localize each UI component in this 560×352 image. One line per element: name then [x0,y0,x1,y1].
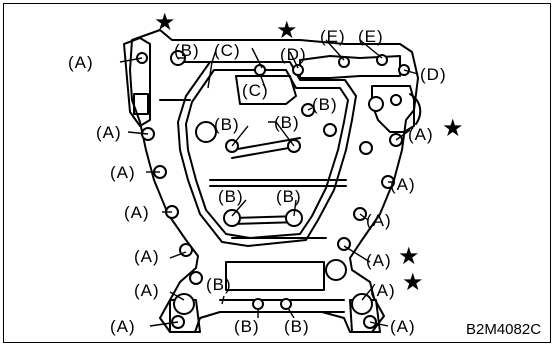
callout-a: (A) [390,317,416,336]
bolt-hole [323,123,337,137]
callout-b: (B) [214,115,240,134]
callout-a: (A) [110,317,136,336]
star-icon: ★ [154,8,176,36]
callout-a: (A) [96,123,122,142]
callout-labels: (A) (A) (A) (A) (A) (A) (A) (A) (A) (A) … [68,27,447,336]
callout-e: (E) [358,27,384,46]
star-icon: ★ [276,16,298,44]
callout-c: (C) [214,41,241,60]
callout-a: (A) [408,125,434,144]
star-markers: ★ ★ ★ ★ ★ [154,8,464,296]
bolt-hole [252,298,264,310]
callout-a: (A) [68,53,94,72]
callout-b: (B) [284,317,310,336]
gasket-channel-outer [177,61,357,247]
callout-b: (B) [206,275,232,294]
callout-c: (C) [242,81,269,100]
callout-a: (A) [134,247,160,266]
bolt-hole [195,121,217,143]
callout-d: (D) [420,65,447,84]
callout-a: (A) [370,281,396,300]
top-bar [235,75,297,105]
callout-a: (A) [124,203,150,222]
lower-box [225,261,325,291]
left-block [133,93,149,115]
callout-b: (B) [174,41,200,60]
callout-a: (A) [110,163,136,182]
bolt-hole [368,96,384,112]
bolt-hole [338,56,350,68]
bolt-hole [285,209,303,227]
figure-code: B2M4082C [466,321,541,338]
bolt-hole [351,293,373,315]
bolt-hole [173,293,195,315]
bolt-hole [292,64,304,76]
callout-a: (A) [390,175,416,194]
left-mount-tab [123,37,151,127]
star-icon: ★ [398,242,420,270]
callout-b: (B) [218,187,244,206]
bolt-hole [280,298,292,310]
star-icon: ★ [402,268,424,296]
figure-frame [3,3,551,343]
callout-b: (B) [274,113,300,132]
bolt-hole [325,259,347,281]
bolt-holes [136,50,410,329]
rib-left [159,61,215,101]
callout-b: (B) [312,95,338,114]
callout-b: (B) [234,317,260,336]
right-pipe [409,93,422,125]
callout-a: (A) [366,251,392,270]
star-icon: ★ [442,114,464,142]
callout-a: (A) [366,211,392,230]
gasket-channel-inner [185,69,349,239]
bolt-hole [390,94,402,106]
callout-b: (B) [276,187,302,206]
bolt-hole [189,271,203,285]
bolt-hole [359,141,373,155]
bolt-hole [376,54,388,66]
callout-e: (E) [320,27,346,46]
bolt-hole [223,209,241,227]
leader-lines [119,39,419,327]
callout-d: (D) [280,45,307,64]
callout-a: (A) [134,281,160,300]
rib-middle [209,179,347,187]
top-header [299,55,401,79]
bolt-hole [337,237,351,251]
bolt-hole [254,64,266,76]
